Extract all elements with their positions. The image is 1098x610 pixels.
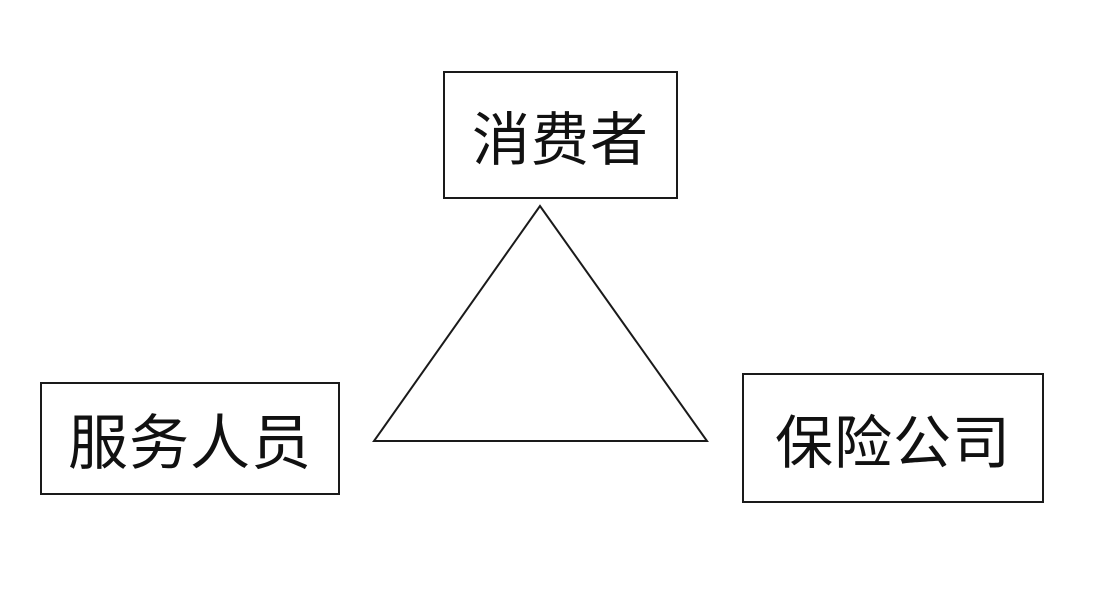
consumer-box: 消费者	[443, 71, 678, 199]
triangle-outline	[372, 204, 709, 442]
insurance-company-box: 保险公司	[742, 373, 1044, 503]
service-staff-box: 服务人员	[40, 382, 340, 495]
